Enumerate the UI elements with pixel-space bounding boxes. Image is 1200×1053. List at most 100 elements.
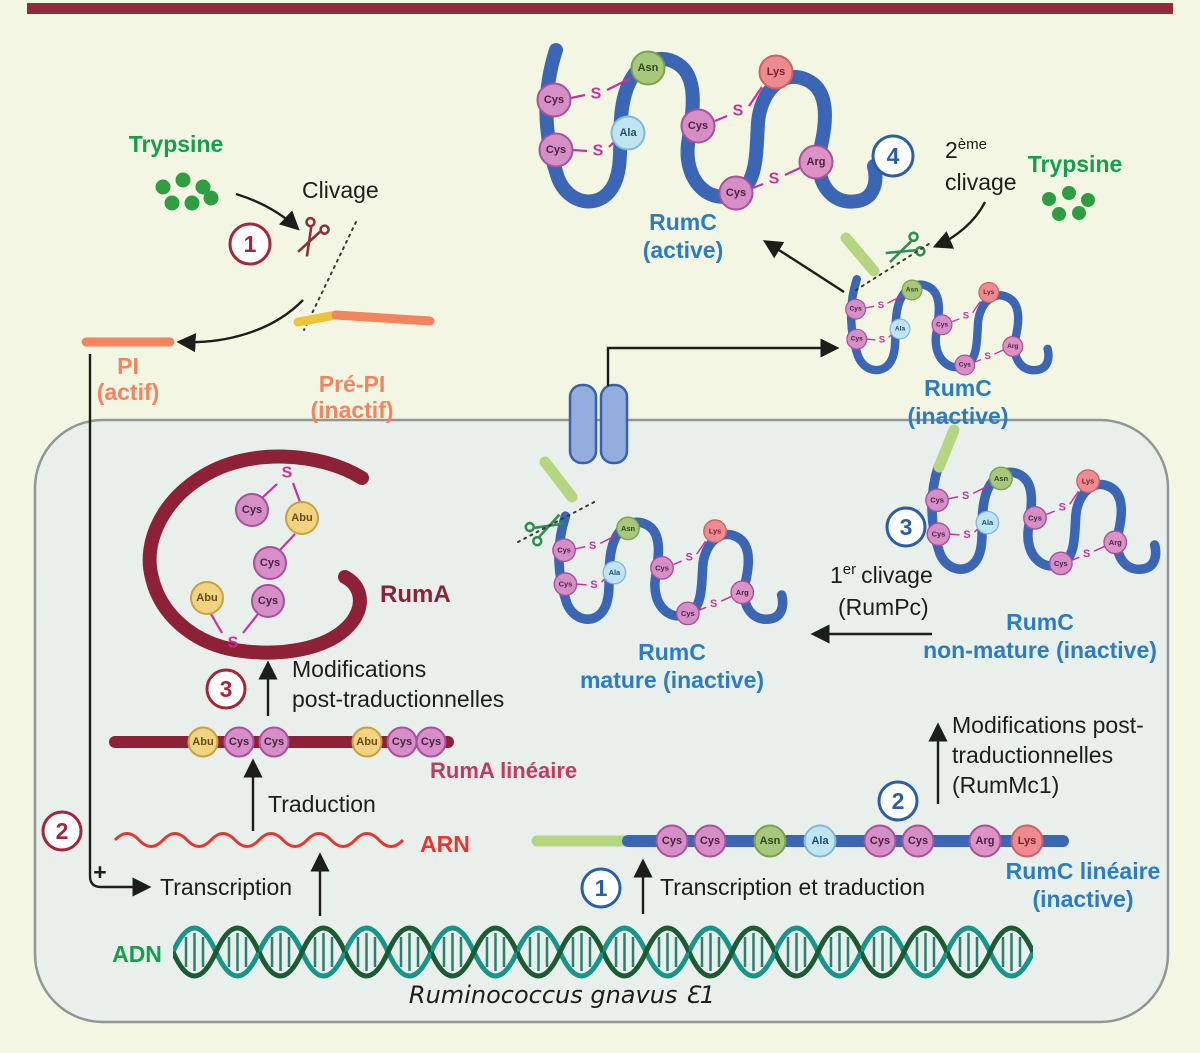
svg-text:4: 4 [887,143,900,169]
ruma-lineaire-peptide: Abu Cys Cys Abu Cys Cys [109,726,454,758]
membrane-transporter [568,383,629,465]
residue-cys: Cys [655,824,689,858]
transcription-traduction-label: Transcription et traduction [660,874,925,900]
residue-arg: Arg [968,824,1002,858]
residue-cys: Cys [235,493,269,527]
residue-ala: Ala [803,824,837,858]
trypsine-dots-left [155,172,219,211]
residue-cys: Cys [253,546,287,580]
arn-label: ARN [420,831,470,857]
sulfur-label: S [282,465,293,482]
svg-text:Cys: Cys [260,557,280,569]
rumc-mature-name: RumC [638,639,706,665]
plus-sign: + [93,859,106,885]
pre-pi-peptide [293,310,435,327]
step-3-blue: 3 [885,506,927,548]
rumc-nonmature-name: RumC [1006,609,1074,635]
nonmature-leader-peptide [933,424,960,473]
step-1-red: 1 [228,222,272,266]
svg-text:Cys: Cys [264,736,284,748]
residue-asn: Asn [753,824,787,858]
svg-text:Arg: Arg [976,835,995,847]
cleavage-site-dotted-line-3 [517,499,599,543]
second-cleavage-word: clivage [945,169,1017,195]
trypsine-label-left: Trypsine [129,131,224,157]
pre-pi-label: Pré-PI [319,371,385,397]
svg-text:2: 2 [56,818,69,844]
clivage-label: Clivage [302,177,379,203]
svg-text:Abu: Abu [192,736,213,748]
residue-cys: Cys [693,824,727,858]
svg-text:Lys: Lys [1018,835,1037,847]
svg-text:Cys: Cys [421,736,441,748]
ruma-structure: S S Cys Abu Cys Abu Cys [142,449,369,660]
pi-label: PI [117,353,139,379]
step-4-blue: 4 [871,134,915,178]
residue-abu: Abu [187,726,219,758]
rumc-active-name: RumC [649,209,717,235]
rumc-lineaire-peptide: Cys Cys Asn Ala Cys Cys Arg Lys [531,824,1069,858]
mods-rumc-line2: traductionnelles [952,742,1113,768]
svg-text:1: 1 [595,875,608,901]
svg-text:Cys: Cys [662,835,682,847]
dna-helix [173,924,1033,980]
trypsine-label-right: Trypsine [1028,151,1123,177]
residue-lys: Lys [1010,824,1044,858]
svg-text:1: 1 [244,231,257,257]
arrow-clivage2-to-scissors [932,201,987,249]
svg-text:Ala: Ala [811,835,829,847]
rumc-lineaire-state: (inactive) [1033,886,1134,912]
residue-abu: Abu [190,581,224,615]
svg-text:Cys: Cys [229,736,249,748]
svg-text:Abu: Abu [356,736,377,748]
mods-rumc-line1: Modifications post- [952,712,1144,738]
mods-ruma-line2: post-traductionnelles [292,686,504,712]
svg-text:Cys: Cys [700,835,720,847]
arrow-trypsine-to-scissors [235,192,300,231]
residue-cys: Cys [901,824,935,858]
rumc-lineaire-label: RumC linéaire [1006,858,1161,884]
organism-label: Ruminococcus gnavus Ɛ1 [409,981,715,1009]
leader-peptide-at-transporter [539,456,578,503]
svg-text:3: 3 [900,514,913,540]
cleavage-site-dotted-line-2 [855,241,933,291]
ruma-label: RumA [380,581,451,608]
residue-cys: Cys [251,584,285,618]
pre-pi-state-label: (inactif) [310,397,393,423]
rumc-inactive-name: RumC [924,375,992,401]
ruma-lineaire-label: RumA linéaire [430,758,577,783]
adn-label: ADN [112,941,162,967]
pi-state-label: (actif) [97,379,160,405]
arrow-pi-to-transcription [88,354,152,897]
svg-text:Cys: Cys [870,835,890,847]
sulfur-label: S [228,635,239,652]
arrow-export-to-outside [606,338,840,386]
thioether-bonds [210,482,302,634]
cleavage-site-dotted-line [303,221,357,331]
second-cleavage-label: 2ème [945,136,987,163]
residue-cys: Cys [415,726,447,758]
cleaved-leader-outside [840,232,880,277]
residue-cys: Cys [223,726,255,758]
step-2-red: 2 [41,810,83,852]
rumc-mature-state: mature (inactive) [580,667,764,693]
residue-cys: Cys [863,824,897,858]
step-2-blue: 2 [877,780,919,822]
svg-text:Abu: Abu [196,592,217,604]
residue-abu: Abu [351,726,383,758]
step-1-blue: 1 [580,867,622,909]
rumc-inactive-state: (inactive) [908,403,1009,429]
rumc-active-state: (active) [643,237,724,263]
svg-text:3: 3 [220,676,233,702]
top-accent-bar [27,3,1173,14]
first-cleavage-enzyme: (RumPc) [838,594,929,620]
transcription-label: Transcription [160,874,292,900]
mods-rumc-enzyme: (RumMc1) [952,772,1059,798]
rumc-nonmature-state: non-mature (inactive) [923,637,1157,663]
mods-ruma-line1: Modifications [292,656,426,682]
svg-text:Asn: Asn [760,835,781,847]
arrow-inactive-to-active [762,240,845,294]
trypsine-dots-right [1042,186,1095,221]
residue-abu: Abu [285,501,319,535]
